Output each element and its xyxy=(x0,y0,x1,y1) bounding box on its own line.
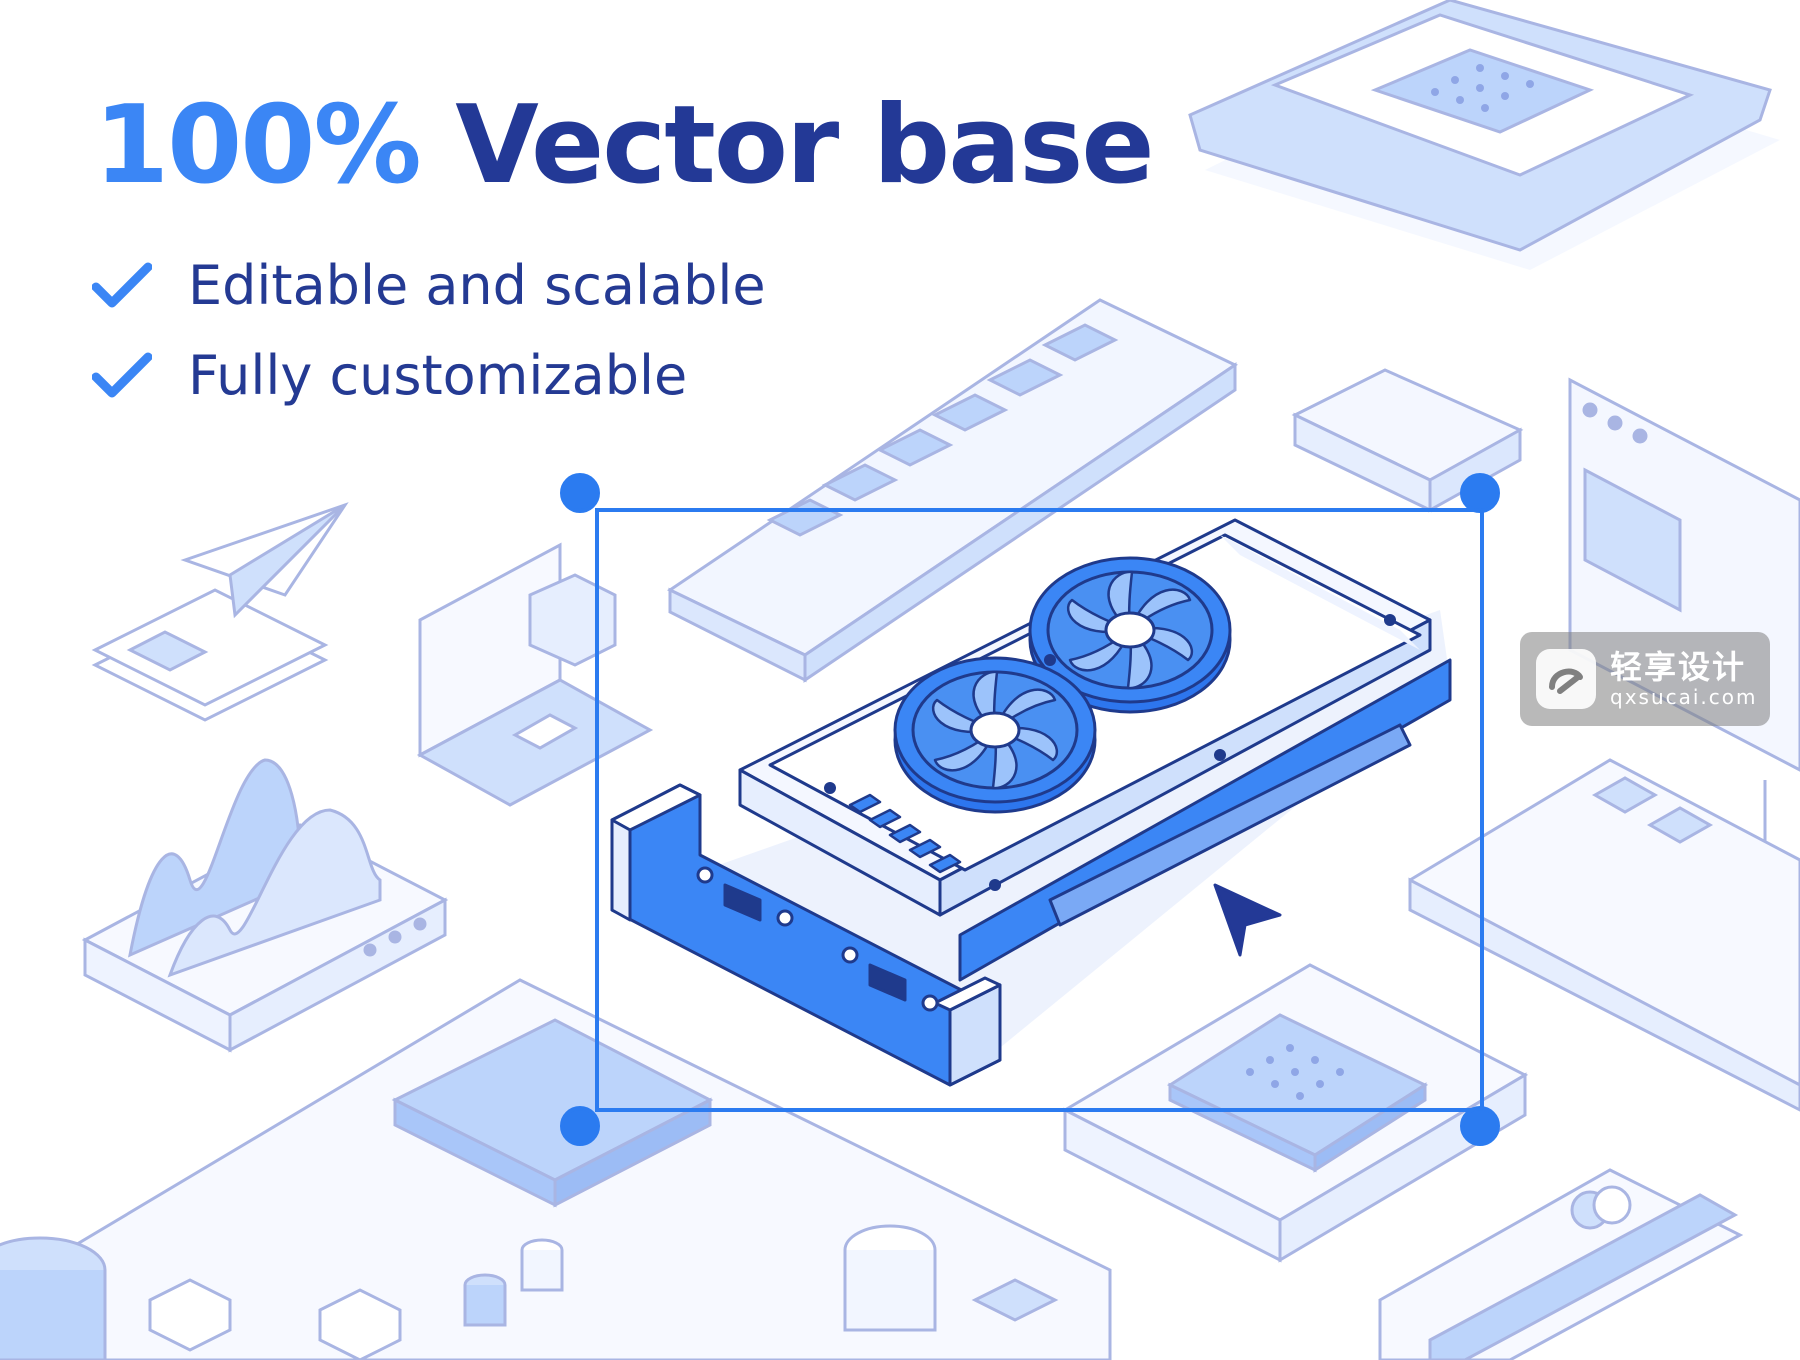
check-icon xyxy=(92,352,152,398)
keyboard-right xyxy=(1408,758,1800,1112)
graphics-card xyxy=(610,518,1452,1087)
cursor-arrow-icon xyxy=(1213,883,1282,957)
ssd-chip xyxy=(1061,963,1529,1263)
paper-plane xyxy=(91,502,349,722)
watermark-domain: qxsucai.com xyxy=(1610,684,1758,709)
chart-server xyxy=(81,758,449,1053)
headline: 100% Vector base xyxy=(94,83,1155,208)
watermark-text: 轻享设计 qxsucai.com xyxy=(1610,648,1758,709)
watermark: 轻享设计 qxsucai.com xyxy=(1520,632,1770,726)
ram-stick xyxy=(666,298,1239,683)
feature-list: Editable and scalable Fully customizable xyxy=(92,240,766,420)
watermark-name: 轻享设计 xyxy=(1610,648,1747,687)
feature-label: Fully customizable xyxy=(188,343,688,407)
feature-item: Fully customizable xyxy=(92,330,766,420)
motherboard xyxy=(0,978,1112,1360)
feature-item: Editable and scalable xyxy=(92,240,766,330)
headline-main: Vector base xyxy=(455,83,1154,208)
cpu-socket-top-right xyxy=(1188,0,1780,270)
browser-card xyxy=(1291,368,1524,513)
headline-accent: 100% xyxy=(94,83,422,208)
feature-label: Editable and scalable xyxy=(188,253,766,317)
check-icon xyxy=(92,262,152,308)
watermark-logo-icon xyxy=(1536,649,1596,709)
bank-card xyxy=(1378,1168,1744,1360)
selection-frame xyxy=(560,473,1500,1146)
laptop-card xyxy=(416,542,654,807)
